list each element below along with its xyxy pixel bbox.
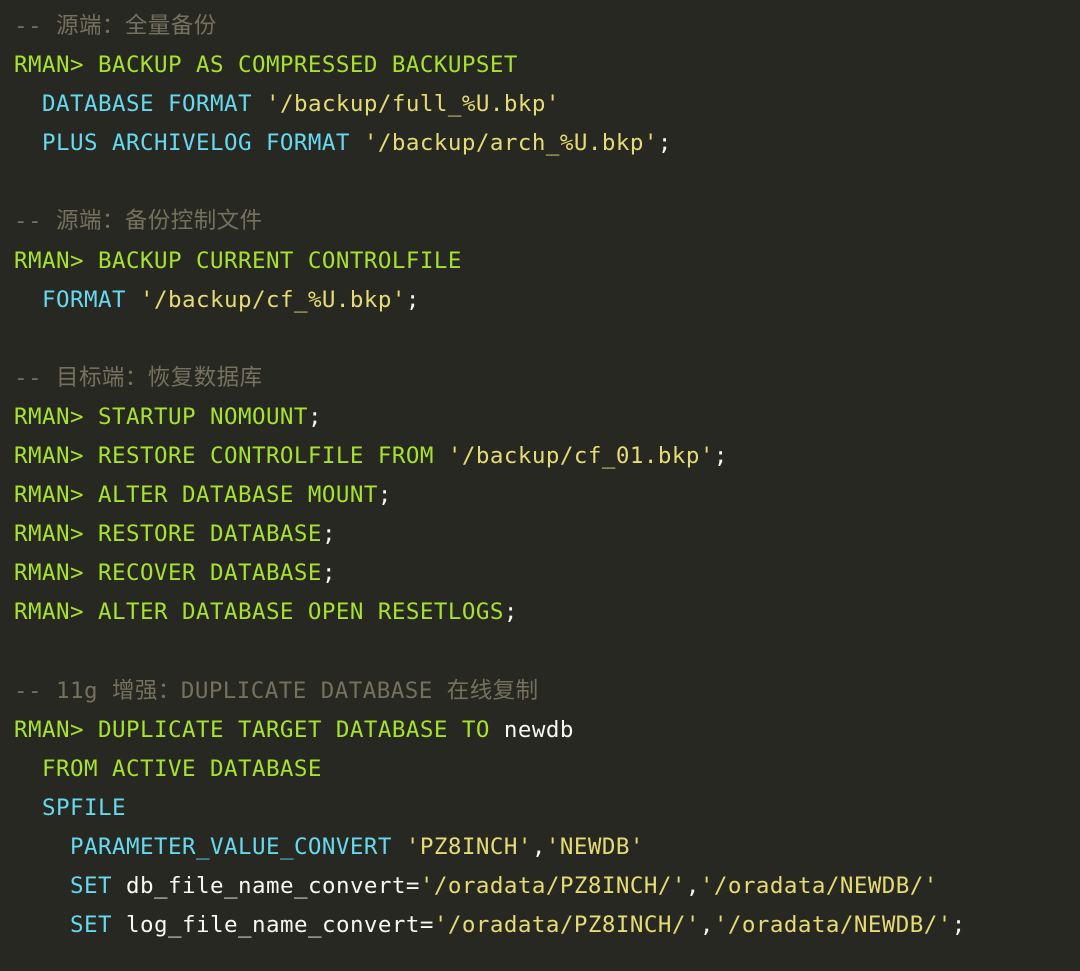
rman-keyword: SPFILE bbox=[42, 794, 126, 821]
code-comment: -- 源端：全量备份 bbox=[14, 13, 217, 39]
plain-text: newdb bbox=[503, 716, 574, 743]
plain-text bbox=[14, 756, 42, 782]
code-line: FORMAT '/backup/cf_%U.bkp'; bbox=[14, 281, 1080, 320]
code-line bbox=[14, 633, 1080, 672]
punctuation: , bbox=[685, 873, 700, 900]
code-comment: -- 11g 增强：DUPLICATE DATABASE 在线复制 bbox=[14, 677, 539, 704]
code-comment: -- 目标端：恢复数据库 bbox=[14, 364, 263, 391]
code-line: RMAN> ALTER DATABASE OPEN RESETLOGS; bbox=[14, 593, 1080, 632]
punctuation: ; bbox=[307, 403, 322, 430]
string-literal: '/oradata/NEWDB/' bbox=[699, 873, 938, 900]
code-line: -- 11g 增强：DUPLICATE DATABASE 在线复制 bbox=[14, 672, 1080, 711]
rman-keyword: FORMAT bbox=[42, 286, 140, 313]
code-line: DATABASE FORMAT '/backup/full_%U.bkp' bbox=[14, 85, 1080, 124]
rman-prompt: RMAN> bbox=[14, 716, 98, 743]
code-line: SET log_file_name_convert='/oradata/PZ8I… bbox=[14, 906, 1080, 945]
code-line: RMAN> STARTUP NOMOUNT; bbox=[14, 398, 1080, 437]
plain-text bbox=[14, 91, 42, 117]
rman-keyword: SET bbox=[70, 912, 126, 939]
code-line: PARAMETER_VALUE_CONVERT 'PZ8INCH','NEWDB… bbox=[14, 828, 1080, 867]
string-literal: '/backup/cf_%U.bkp' bbox=[139, 286, 406, 313]
code-line: RMAN> DUPLICATE TARGET DATABASE TO newdb bbox=[14, 711, 1080, 750]
code-line: RMAN> RESTORE CONTROLFILE FROM '/backup/… bbox=[14, 437, 1080, 476]
rman-keyword: SET bbox=[70, 873, 126, 900]
punctuation: ; bbox=[321, 560, 336, 587]
punctuation: , bbox=[531, 833, 546, 860]
rman-command: RESTORE CONTROLFILE FROM bbox=[97, 443, 448, 470]
punctuation: ; bbox=[657, 130, 672, 157]
string-literal: '/oradata/PZ8INCH/' bbox=[433, 912, 700, 939]
plain-text bbox=[14, 834, 70, 860]
plain-text: db_file_name_convert= bbox=[126, 873, 420, 900]
code-line: RMAN> BACKUP CURRENT CONTROLFILE bbox=[14, 242, 1080, 281]
rman-prompt: RMAN> bbox=[14, 599, 98, 626]
rman-command: RECOVER DATABASE bbox=[97, 560, 322, 587]
punctuation: ; bbox=[503, 599, 518, 626]
code-line bbox=[14, 320, 1080, 359]
code-line: RMAN> RECOVER DATABASE; bbox=[14, 554, 1080, 593]
rman-prompt: RMAN> bbox=[14, 247, 98, 274]
punctuation: ; bbox=[713, 443, 728, 470]
code-line: -- 源端：备份控制文件 bbox=[14, 202, 1080, 241]
string-literal: '/oradata/NEWDB/' bbox=[713, 912, 952, 939]
string-literal: 'NEWDB' bbox=[545, 833, 644, 860]
punctuation: ; bbox=[321, 521, 336, 548]
plain-text bbox=[14, 287, 42, 313]
plain-text bbox=[14, 873, 70, 899]
rman-command: ALTER DATABASE OPEN RESETLOGS bbox=[97, 599, 504, 626]
string-literal: 'PZ8INCH' bbox=[405, 833, 532, 860]
string-literal: '/backup/full_%U.bkp' bbox=[265, 91, 560, 118]
rman-prompt: RMAN> bbox=[14, 443, 98, 470]
plain-text bbox=[14, 130, 42, 156]
code-line: PLUS ARCHIVELOG FORMAT '/backup/arch_%U.… bbox=[14, 124, 1080, 163]
string-literal: '/backup/arch_%U.bkp' bbox=[363, 130, 658, 157]
string-literal: '/oradata/PZ8INCH/' bbox=[419, 873, 686, 900]
rman-command: ALTER DATABASE MOUNT bbox=[97, 482, 378, 509]
plain-text bbox=[14, 795, 42, 821]
rman-prompt: RMAN> bbox=[14, 482, 98, 509]
punctuation: ; bbox=[951, 912, 966, 939]
plain-text: log_file_name_convert= bbox=[126, 912, 434, 939]
code-line: RMAN> RESTORE DATABASE; bbox=[14, 515, 1080, 554]
rman-keyword: DATABASE FORMAT bbox=[42, 91, 266, 118]
rman-command: BACKUP AS COMPRESSED BACKUPSET bbox=[97, 52, 518, 79]
rman-command: DUPLICATE TARGET DATABASE TO bbox=[97, 716, 504, 743]
code-line bbox=[14, 163, 1080, 202]
rman-prompt: RMAN> bbox=[14, 560, 98, 587]
code-line: -- 目标端：恢复数据库 bbox=[14, 359, 1080, 398]
code-line: RMAN> BACKUP AS COMPRESSED BACKUPSET bbox=[14, 46, 1080, 85]
rman-prompt: RMAN> bbox=[14, 52, 98, 79]
rman-command: STARTUP NOMOUNT bbox=[97, 403, 308, 430]
punctuation: , bbox=[699, 912, 714, 939]
rman-prompt: RMAN> bbox=[14, 521, 98, 548]
rman-command: BACKUP CURRENT CONTROLFILE bbox=[97, 247, 462, 274]
rman-command: RESTORE DATABASE bbox=[97, 521, 322, 548]
punctuation: ; bbox=[377, 482, 392, 509]
punctuation: ; bbox=[405, 286, 420, 313]
code-line: RMAN> ALTER DATABASE MOUNT; bbox=[14, 476, 1080, 515]
rman-command: FROM ACTIVE DATABASE bbox=[42, 755, 322, 782]
code-block: -- 源端：全量备份 RMAN> BACKUP AS COMPRESSED BAC… bbox=[14, 7, 1080, 945]
code-comment: -- 源端：备份控制文件 bbox=[14, 208, 263, 235]
plain-text bbox=[14, 912, 70, 938]
code-line: SET db_file_name_convert='/oradata/PZ8IN… bbox=[14, 867, 1080, 906]
string-literal: '/backup/cf_01.bkp' bbox=[447, 443, 714, 470]
rman-keyword: PARAMETER_VALUE_CONVERT bbox=[70, 833, 406, 860]
rman-prompt: RMAN> bbox=[14, 403, 98, 430]
rman-keyword: PLUS ARCHIVELOG FORMAT bbox=[42, 130, 364, 157]
code-line: SPFILE bbox=[14, 789, 1080, 828]
code-line: -- 源端：全量备份 bbox=[14, 7, 1080, 46]
code-line: FROM ACTIVE DATABASE bbox=[14, 750, 1080, 789]
